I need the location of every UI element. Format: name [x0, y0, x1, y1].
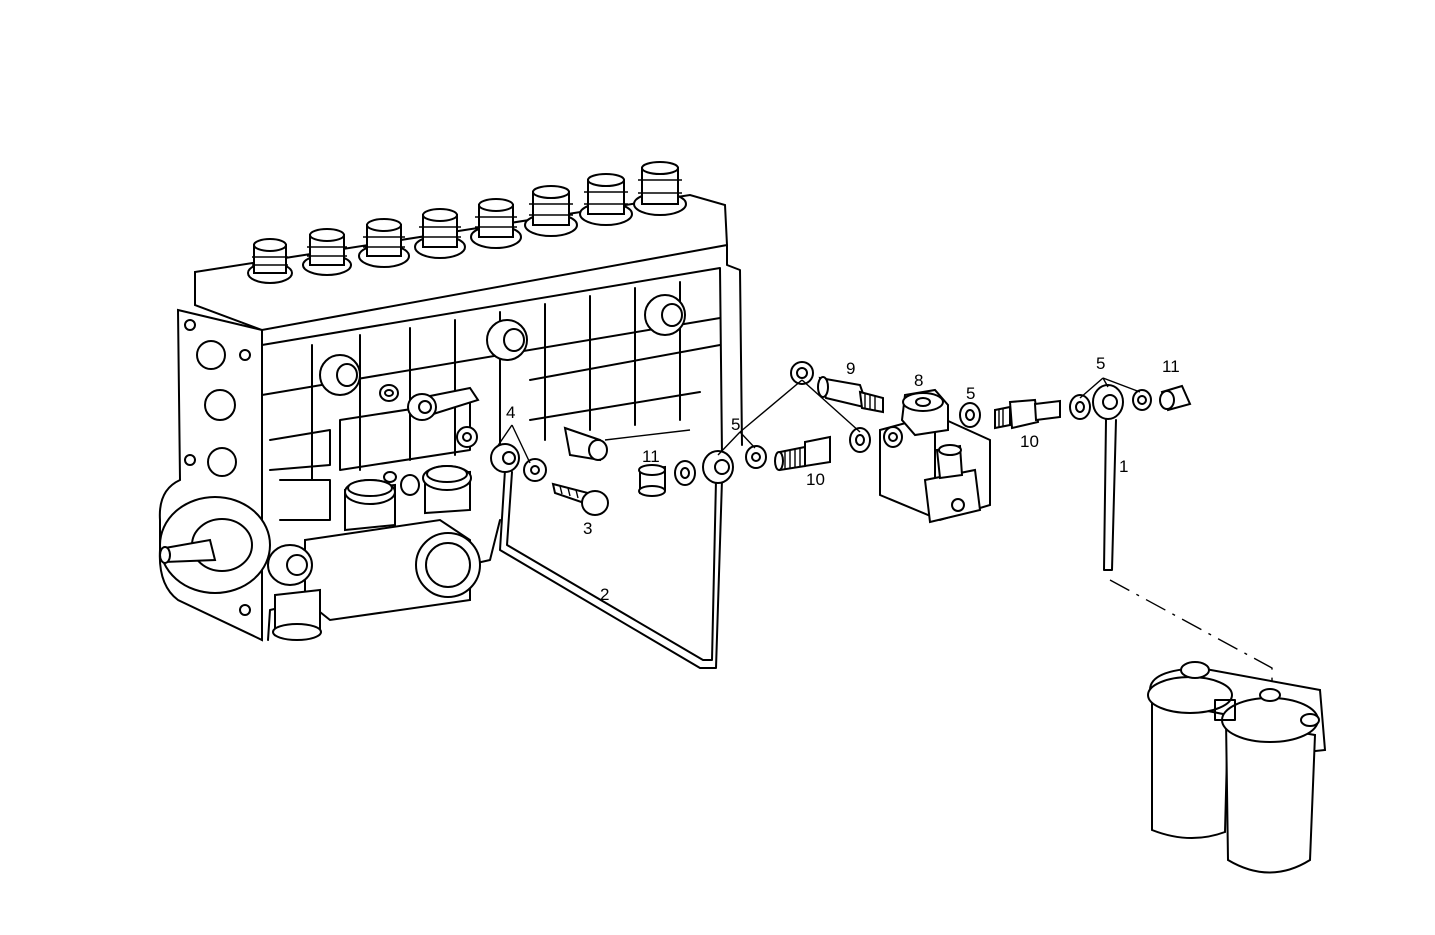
fitting-9 — [817, 376, 884, 414]
injection-pump — [158, 193, 743, 642]
callout-11-right: 11 — [1162, 357, 1180, 376]
callout-3: 3 — [583, 519, 593, 538]
banjo-fittings-and-washers — [456, 361, 871, 516]
callout-11-left: 11 — [642, 447, 660, 466]
banjo-fitting-1 — [1069, 384, 1192, 571]
fitting-10-left — [774, 435, 831, 472]
washer-5-right — [959, 402, 981, 428]
callout-1: 1 — [1119, 457, 1129, 476]
fitting-10-right — [994, 398, 1061, 430]
callout-10-left: 10 — [806, 470, 825, 489]
callout-9: 9 — [846, 359, 856, 378]
fuel-filter — [1147, 661, 1327, 874]
return-pipe-2 — [490, 443, 734, 669]
overflow-valve-8 — [879, 388, 991, 524]
callout-4: 4 — [506, 403, 516, 422]
callout-10-right: 10 — [1020, 432, 1039, 451]
callout-5-right: 5 — [1096, 354, 1106, 373]
callout-8: 8 — [914, 371, 924, 390]
callout-2: 2 — [600, 585, 610, 604]
callout-5-middle: 5 — [966, 384, 976, 403]
delivery-valve-holders — [247, 161, 687, 284]
leader-lines — [496, 377, 1273, 688]
callout-5-left: 5 — [731, 415, 741, 434]
